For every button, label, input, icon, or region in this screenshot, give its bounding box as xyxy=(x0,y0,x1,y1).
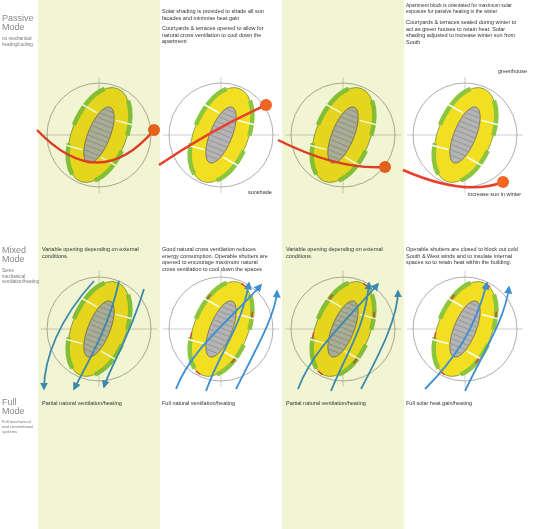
mode-title: Mixed Mode xyxy=(2,246,36,265)
core-hatch xyxy=(471,303,479,306)
shutter xyxy=(207,294,211,300)
terrace-strip xyxy=(424,143,448,174)
annotation: Courtyards & terraces sealed during wint… xyxy=(406,19,518,45)
plan-cell xyxy=(159,77,279,193)
annotation: Good natural cross ventilation reduces e… xyxy=(162,246,272,272)
airflow-arrow xyxy=(425,283,487,389)
column-note: Variable opening depending on external c… xyxy=(42,246,152,259)
sun xyxy=(497,176,509,188)
core-hatch xyxy=(209,140,227,147)
core-hatch xyxy=(471,109,479,112)
annotation: no mechanical heating/cooling xyxy=(2,36,36,47)
plan-cell xyxy=(163,271,279,391)
core-hatch xyxy=(452,339,468,346)
plan-cell xyxy=(407,271,523,391)
annotation: Some mechanical ventilation/heating xyxy=(2,268,36,285)
courtyard-gap xyxy=(203,298,220,306)
shutter xyxy=(195,371,201,375)
shutter xyxy=(250,312,254,318)
core-hatch xyxy=(207,349,217,353)
shutter xyxy=(189,332,192,338)
courtyard-gap xyxy=(238,118,255,126)
annotation: sunshade xyxy=(248,189,288,196)
core-hatch xyxy=(207,150,221,156)
core xyxy=(200,297,243,361)
annotation: greenhouse xyxy=(498,68,542,75)
sun-path xyxy=(403,170,503,187)
core xyxy=(444,103,487,167)
annotation: Full mechanical and conventional systems xyxy=(2,420,36,435)
terrace-strip xyxy=(482,101,506,136)
core-hatch xyxy=(461,121,478,128)
core-hatch xyxy=(227,109,235,112)
shutter xyxy=(433,332,436,338)
core-hatch xyxy=(451,155,461,159)
building-plan xyxy=(177,272,265,385)
courtyard-gap xyxy=(203,104,220,112)
shutter xyxy=(231,358,235,364)
mode-title: Passive Mode xyxy=(2,14,36,33)
core-hatch xyxy=(223,307,236,312)
core-hatch xyxy=(452,145,468,152)
apartment-block xyxy=(421,79,509,192)
courtyard-gap xyxy=(188,337,205,345)
annotation: Full solar heat gain/heating xyxy=(406,400,518,407)
annotation: Solar shading is provided to shade all s… xyxy=(162,8,268,21)
core-hatch xyxy=(208,145,224,152)
shutter xyxy=(494,312,498,318)
courtyard-gap xyxy=(222,351,239,359)
core-hatch xyxy=(208,339,224,346)
building-plan xyxy=(421,79,509,192)
core-hatch xyxy=(223,113,236,118)
sun-path xyxy=(159,105,266,165)
core-hatch xyxy=(207,344,221,350)
column-band: Variable opening depending on external c… xyxy=(282,0,404,529)
apartment-block xyxy=(177,273,265,386)
airflow-arrow xyxy=(176,285,261,389)
core-hatch xyxy=(227,303,235,306)
courtyard-gap xyxy=(466,157,483,165)
terrace-strip xyxy=(180,337,204,368)
column-band: Variable opening depending on external c… xyxy=(38,0,160,529)
sun xyxy=(260,99,272,111)
courtyard-gap xyxy=(432,337,449,345)
airflow-arrow xyxy=(236,291,277,389)
annotation: Operable shutters are closed to block ou… xyxy=(406,246,518,266)
column-note: Partial natural ventilation/heating xyxy=(42,400,152,407)
core-hatch xyxy=(207,155,217,159)
building-plan xyxy=(177,79,265,192)
courtyard-gap xyxy=(447,298,464,306)
courtyard-gap xyxy=(482,118,499,126)
courtyard-gap xyxy=(447,104,464,112)
courtyard-gap xyxy=(466,351,483,359)
core-hatch xyxy=(451,150,465,156)
core-hatch xyxy=(453,140,471,147)
annotation: increase sun in winter xyxy=(468,191,528,198)
mode-title: Full Mode xyxy=(2,398,36,417)
annotation: Courtyards & terraces opened to allow fo… xyxy=(162,25,268,45)
shutter xyxy=(451,294,455,300)
column-note: Variable opening depending on external c… xyxy=(286,246,396,259)
annotation: Apartment block is orientated for maximu… xyxy=(406,3,518,15)
core-hatch xyxy=(463,117,478,123)
shutter xyxy=(241,283,247,287)
courtyard-gap xyxy=(432,143,449,151)
column-note: Partial natural ventilation/heating xyxy=(286,400,396,407)
terrace-strip xyxy=(424,337,448,368)
courtyard-gap xyxy=(482,312,499,320)
core-hatch xyxy=(458,126,476,133)
courtyard-gap xyxy=(222,157,239,165)
airflow-arrow xyxy=(465,287,509,391)
apartment-block xyxy=(177,79,265,192)
core-hatch xyxy=(467,113,480,118)
annotation: Full natural ventilation/heating xyxy=(162,400,272,407)
plan-cell xyxy=(403,77,523,193)
